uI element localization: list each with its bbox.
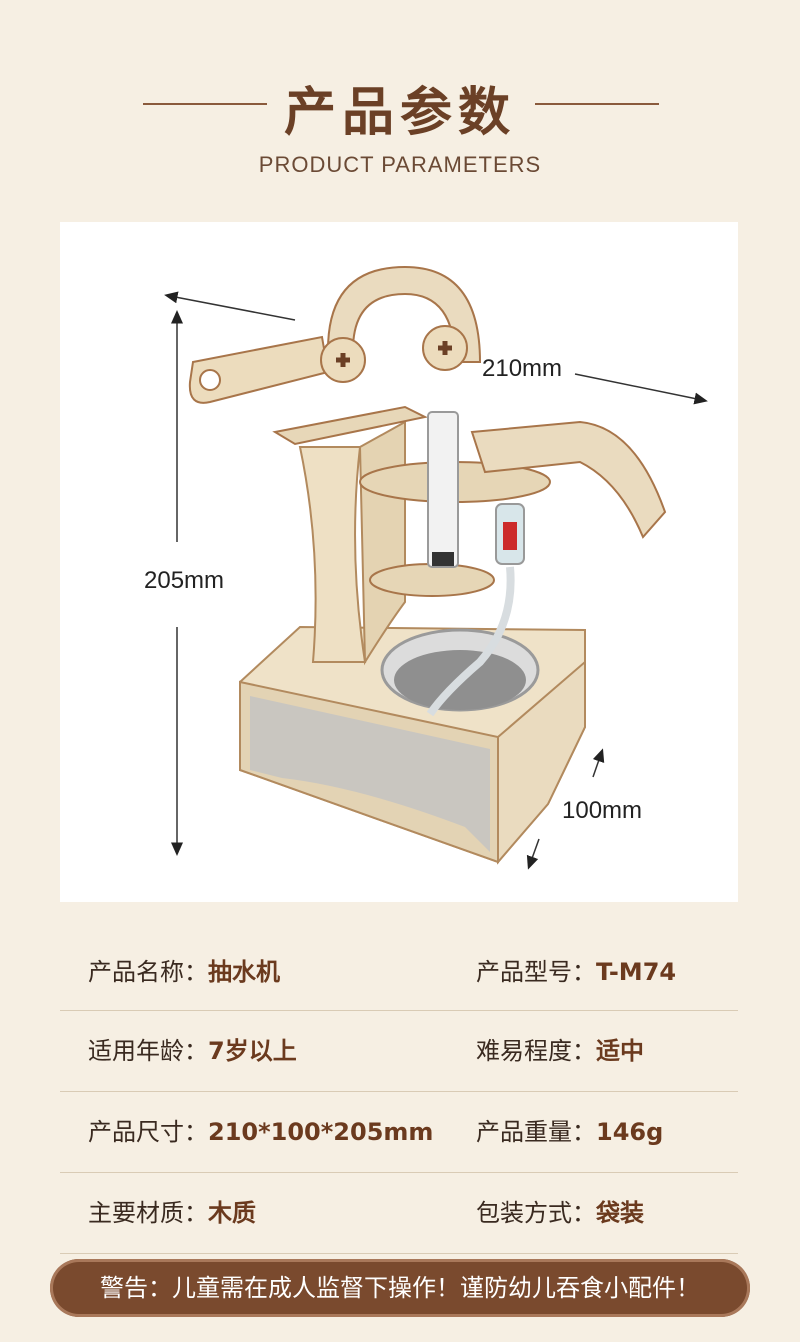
param-value: 袋装 [596,1199,644,1227]
param-value: 210*100*205mm [208,1118,434,1146]
param-value: 146g [596,1118,664,1146]
param-key: 产品名称： [88,958,208,986]
table-row: 主要材质：木质 包装方式：袋装 [60,1173,738,1254]
water-pump-illustration [164,265,708,870]
param-key: 产品重量： [476,1118,596,1146]
height-dimension-label: 205mm [144,567,225,594]
page-subtitle: PRODUCT PARAMETERS [258,152,542,177]
spout [470,420,667,539]
table-row: 适用年龄：7岁以上 难易程度：适中 [60,1011,738,1092]
arch [326,265,482,363]
header: 产品参数 PRODUCT PARAMETERS [0,0,800,200]
handle [188,335,330,404]
width-arrow-left [164,291,296,321]
param-key: 适用年龄： [88,1037,208,1065]
width-arrow-right [574,373,708,405]
safety-warning-banner: 警告：儿童需在成人监督下操作！谨防幼儿吞食小配件！ [50,1259,750,1317]
param-key: 包装方式： [476,1199,596,1227]
table-row: 产品尺寸：210*100*205mm 产品重量：146g [60,1092,738,1173]
param-value: T-M74 [596,958,677,986]
param-value: 木质 [208,1199,256,1227]
width-dimension-label: 210mm [482,355,563,382]
parameters-table: 产品名称：抽水机 产品型号：T-M74 适用年龄：7岁以上 难易程度：适中 产品… [60,932,738,1254]
product-photo: 210mm 205mm 100mm [60,222,738,902]
param-value: 适中 [596,1037,644,1065]
param-key: 产品尺寸： [88,1118,208,1146]
param-value: 7岁以上 [208,1037,297,1065]
param-value: 抽水机 [208,958,280,986]
depth-arrow-top [592,748,605,778]
param-key: 产品型号： [476,958,596,986]
title-divider-left [143,103,267,105]
depth-arrow-bottom [526,838,540,870]
param-key: 难易程度： [476,1037,596,1065]
table-row: 产品名称：抽水机 产品型号：T-M74 [60,932,738,1011]
depth-dimension-label: 100mm [562,797,643,824]
syringe [427,411,459,568]
title-divider-right [535,103,659,105]
param-key: 主要材质： [88,1199,208,1227]
page-title: 产品参数 [283,83,516,143]
